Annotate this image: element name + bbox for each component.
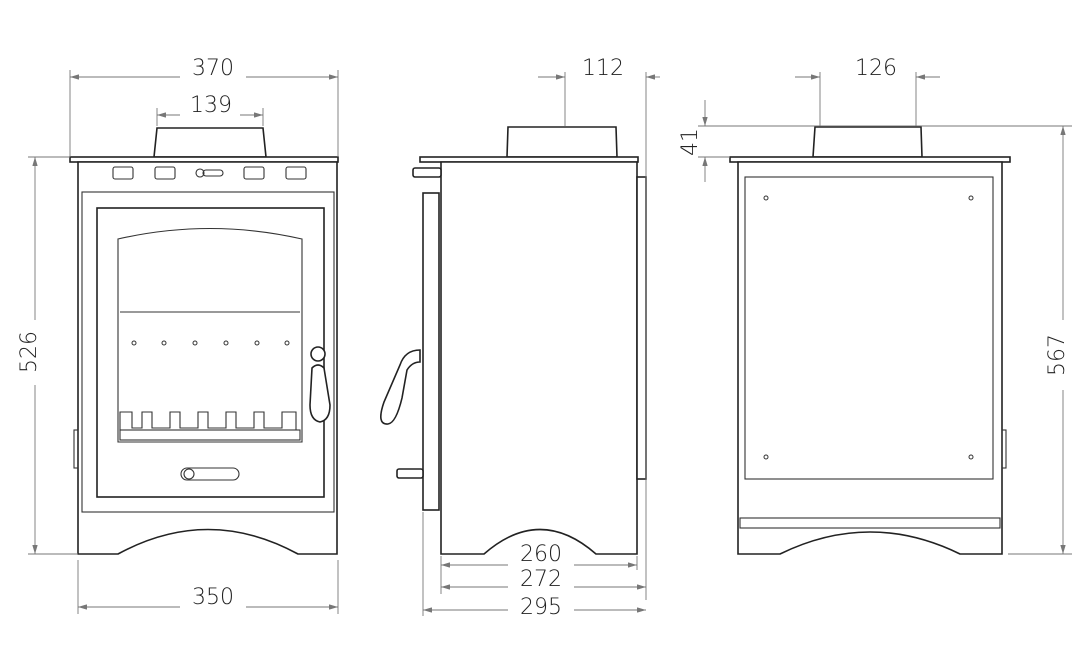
- dim-side-depth-back: 272: [520, 567, 562, 592]
- dim-rear-flue-height: 41: [678, 128, 703, 156]
- dim-front-flue-width: 139: [190, 93, 232, 118]
- dim-front-width-base: 350: [192, 585, 234, 610]
- air-vents: [112, 166, 307, 180]
- dim-rear-height-total: 567: [1045, 334, 1070, 376]
- dim-side-depth-total: 295: [520, 595, 562, 620]
- door-handle-pivot: [310, 346, 326, 362]
- dim-rear-flue-offset: 126: [855, 56, 897, 81]
- door-handle: [309, 364, 331, 423]
- door-handle-side: [380, 349, 421, 425]
- door: [96, 207, 325, 498]
- dimension-lines: [28, 70, 1072, 616]
- flue-collar-rear: [812, 126, 923, 158]
- dim-side-depth-body: 260: [520, 542, 562, 567]
- back-panel: [636, 176, 647, 480]
- flue-collar-side: [506, 126, 618, 158]
- dimension-labels: 370 139 526 350 112 260 272 295 126 41 5…: [17, 56, 1070, 620]
- dim-front-width-top: 370: [192, 56, 234, 81]
- stove-body-rear: [737, 161, 1003, 555]
- side-view: [380, 126, 647, 555]
- dim-front-height: 526: [17, 331, 42, 373]
- door-frame: [81, 191, 335, 513]
- door-side: [422, 192, 440, 511]
- flue-collar: [153, 127, 267, 158]
- rear-panel: [744, 176, 994, 480]
- grate: [119, 411, 297, 431]
- screws: [763, 195, 974, 460]
- dim-side-flue-offset: 112: [582, 56, 624, 81]
- air-control-knob: [183, 468, 195, 480]
- front-view: [69, 127, 339, 555]
- air-holes: [131, 340, 290, 346]
- rear-view: [729, 126, 1011, 555]
- stove-body-side: [440, 161, 638, 555]
- firebox-window: [117, 227, 303, 443]
